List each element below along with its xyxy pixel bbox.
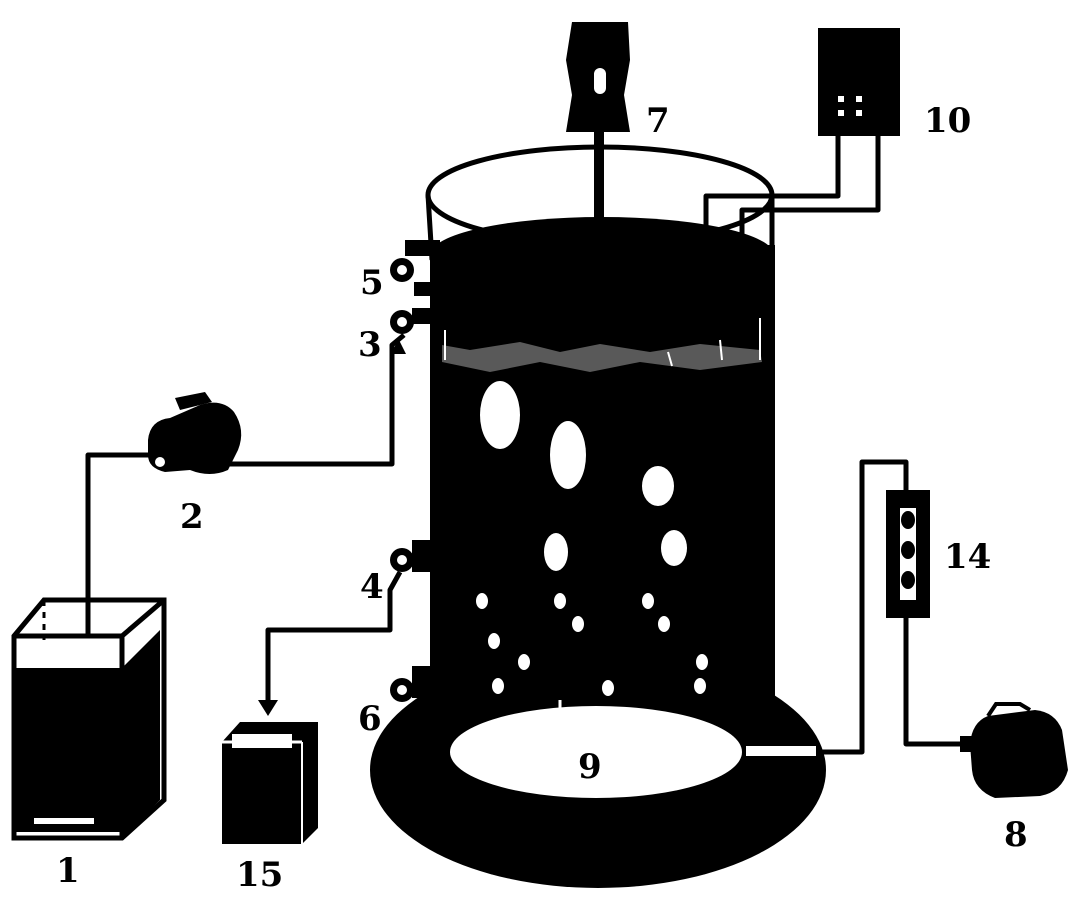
effluent-tank	[222, 722, 318, 844]
label-upper-port: 5	[360, 263, 384, 303]
label-air-pump: 8	[1004, 815, 1028, 855]
flowmeter	[886, 490, 930, 618]
bottom-port-valve	[390, 666, 440, 702]
label-inlet-valve: 3	[358, 325, 382, 365]
label-effluent-tank: 15	[236, 855, 283, 895]
upper-port-valve	[390, 240, 440, 296]
label-feed-tank: 1	[56, 851, 80, 891]
air-tube-reactor	[820, 459, 909, 755]
label-stirrer-motor: 7	[646, 101, 670, 141]
inlet-valve	[390, 308, 440, 354]
label-controller: 10	[924, 101, 971, 141]
feed-tube	[85, 452, 150, 636]
outlet-valve	[390, 540, 440, 572]
label-flowmeter: 14	[944, 537, 991, 577]
label-outlet-valve: 4	[360, 567, 384, 607]
label-bottom-port: 6	[358, 699, 382, 739]
label-aerator-disc: 9	[578, 747, 602, 787]
effluent-tube	[265, 570, 403, 708]
gas-bubbles	[476, 381, 708, 696]
controller	[703, 28, 900, 245]
feed-tank	[11, 597, 167, 841]
stirrer-motor	[566, 22, 630, 220]
feed-pump	[148, 392, 242, 474]
label-feed-pump: 2	[180, 497, 204, 537]
reactor-vessel	[370, 144, 826, 888]
air-tube-pump	[903, 700, 975, 747]
aerator-disc	[450, 700, 742, 798]
air-pump	[960, 702, 1068, 798]
